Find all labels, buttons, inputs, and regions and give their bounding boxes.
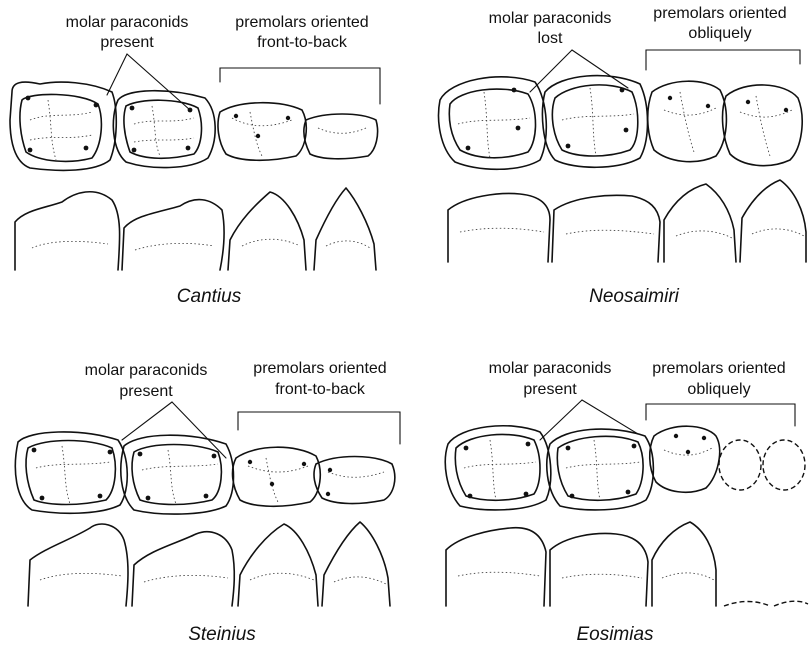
paraconid-label-line1: molar paraconids	[85, 362, 208, 379]
premolar-label-line1: premolars oriented	[235, 14, 368, 31]
paraconid-label-line2: present	[119, 383, 173, 400]
panel-eosimias: molar paraconids present premolars orien…	[445, 360, 808, 645]
premolar-occlusal	[304, 114, 378, 159]
premolar-label-line1: premolars oriented	[652, 360, 785, 377]
premolar-bracket	[238, 412, 400, 444]
molar-occlusal	[445, 426, 551, 510]
occlusal-row	[15, 432, 394, 514]
paraconid-label-line2: lost	[538, 30, 563, 47]
paraconid-label-line2: present	[523, 381, 577, 398]
lateral-row	[15, 188, 376, 270]
molar-occlusal	[547, 429, 654, 510]
panel-steinius: molar paraconids present premolars orien…	[15, 360, 400, 645]
molar-occlusal	[439, 77, 547, 169]
premolar-occlusal	[314, 457, 395, 504]
premolar-label-line2: front-to-back	[257, 34, 348, 51]
premolar-label-line2: obliquely	[687, 381, 750, 398]
premolar-label-line2: front-to-back	[275, 381, 366, 398]
premolar-occlusal	[650, 426, 720, 492]
missing-tooth-lateral-outline	[724, 601, 808, 606]
taxon-name: Eosimias	[576, 624, 654, 645]
premolar-label-line1: premolars oriented	[253, 360, 386, 377]
premolar-label-line1: premolars oriented	[653, 5, 786, 22]
premolar-occlusal	[648, 81, 727, 161]
taxon-name: Cantius	[177, 286, 242, 307]
taxon-name: Neosaimiri	[589, 286, 680, 307]
molar-occlusal	[542, 76, 647, 168]
premolar-bracket	[646, 404, 795, 426]
panel-cantius: molar paraconids present premolars orien…	[10, 14, 380, 307]
premolar-occlusal	[218, 103, 306, 161]
premolar-label-line2: obliquely	[688, 25, 751, 42]
missing-premolar-outline	[763, 440, 805, 490]
panel-neosaimiri: molar paraconids lost premolars oriented…	[439, 5, 806, 307]
premolar-occlusal	[723, 85, 803, 166]
paraconid-label-line1: molar paraconids	[489, 360, 612, 377]
occlusal-row	[445, 426, 805, 510]
premolar-bracket	[220, 68, 380, 104]
premolar-bracket	[646, 50, 800, 70]
molar-occlusal	[15, 432, 127, 513]
molar-occlusal	[10, 82, 116, 170]
lateral-row	[28, 522, 390, 606]
paraconid-label-line2: present	[100, 34, 154, 51]
paraconid-label-line1: molar paraconids	[489, 10, 612, 27]
premolar-occlusal	[233, 447, 321, 506]
paraconid-label-line1: molar paraconids	[66, 14, 189, 31]
occlusal-row	[439, 76, 803, 170]
missing-premolar-outline	[719, 440, 761, 490]
lateral-row	[448, 180, 806, 262]
molar-occlusal	[113, 91, 215, 168]
lateral-row	[446, 522, 808, 606]
molar-occlusal	[121, 435, 234, 514]
taxon-name: Steinius	[188, 624, 256, 645]
occlusal-row	[10, 82, 378, 170]
paraconid-pointer-lines	[540, 400, 638, 440]
